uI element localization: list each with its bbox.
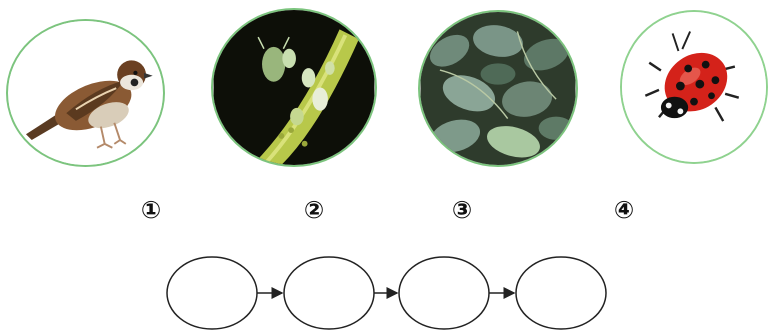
chain-oval-1[interactable] bbox=[167, 257, 257, 329]
chain-oval-3[interactable] bbox=[399, 257, 489, 329]
chain-oval-2[interactable] bbox=[284, 257, 374, 329]
chain-oval-4[interactable] bbox=[516, 257, 606, 329]
